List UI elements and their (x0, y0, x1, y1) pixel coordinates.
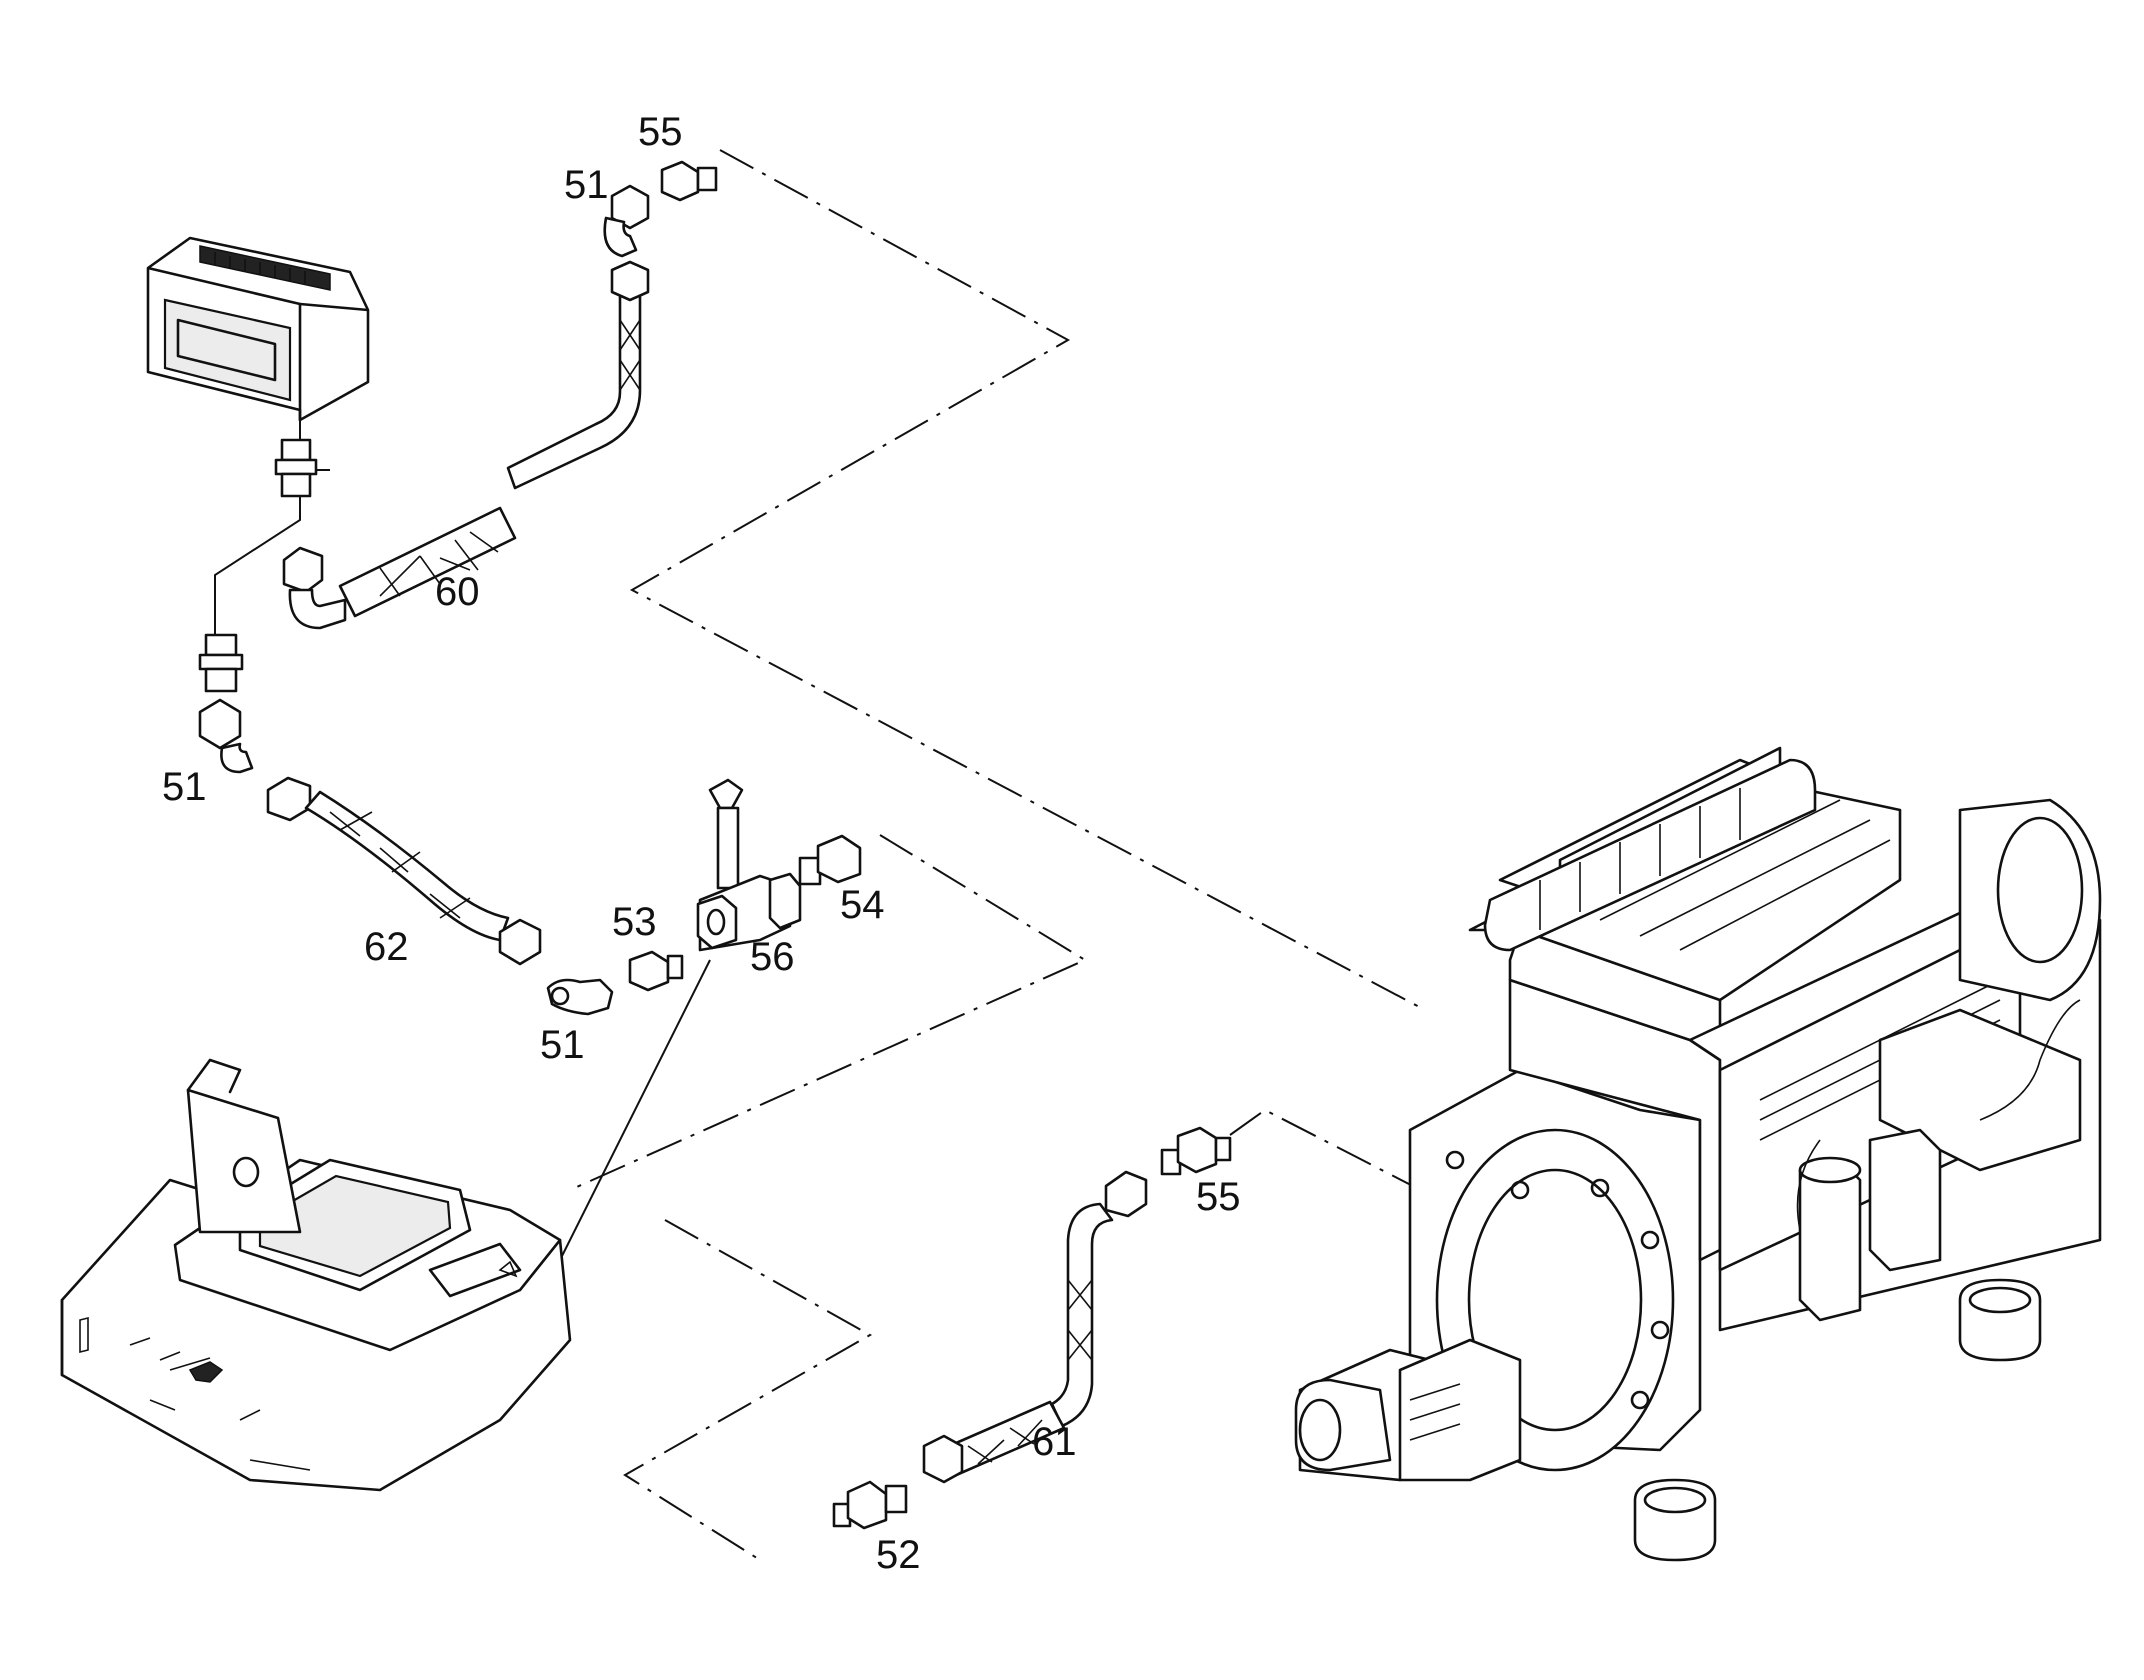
fitting-55-right (1160, 1126, 1232, 1176)
label-51-left: 51 (162, 765, 207, 809)
label-53: 53 (612, 900, 657, 944)
fitting-55-top (660, 160, 718, 202)
label-52: 52 (876, 1533, 921, 1577)
fitting-52 (832, 1480, 908, 1530)
floor-plate (60, 1058, 572, 1492)
upper-fitting (274, 438, 318, 498)
elbow-fitting-51-top (603, 184, 650, 258)
fitting-53 (628, 950, 684, 992)
elbow-fitting-51-bottom (546, 978, 614, 1016)
label-51-bottom: 51 (540, 1023, 585, 1067)
label-54: 54 (840, 883, 885, 927)
left-fitting (198, 633, 244, 693)
label-60: 60 (435, 570, 480, 614)
hose-61 (922, 1170, 1148, 1484)
fitting-54 (798, 834, 862, 886)
tee-valve-56 (696, 778, 802, 952)
hose-60 (282, 260, 650, 630)
hose-62 (198, 698, 542, 966)
part-number-labels: 55 51 60 51 62 53 51 56 54 55 61 52 (162, 110, 1241, 1577)
label-61: 61 (1032, 1420, 1077, 1464)
engine-assembly (1294, 746, 2102, 1562)
label-55-right: 55 (1196, 1175, 1241, 1219)
label-51-top: 51 (564, 163, 609, 207)
filter-housing (146, 236, 370, 422)
label-56: 56 (750, 935, 795, 979)
label-62: 62 (364, 925, 409, 969)
label-55-top: 55 (638, 110, 683, 154)
